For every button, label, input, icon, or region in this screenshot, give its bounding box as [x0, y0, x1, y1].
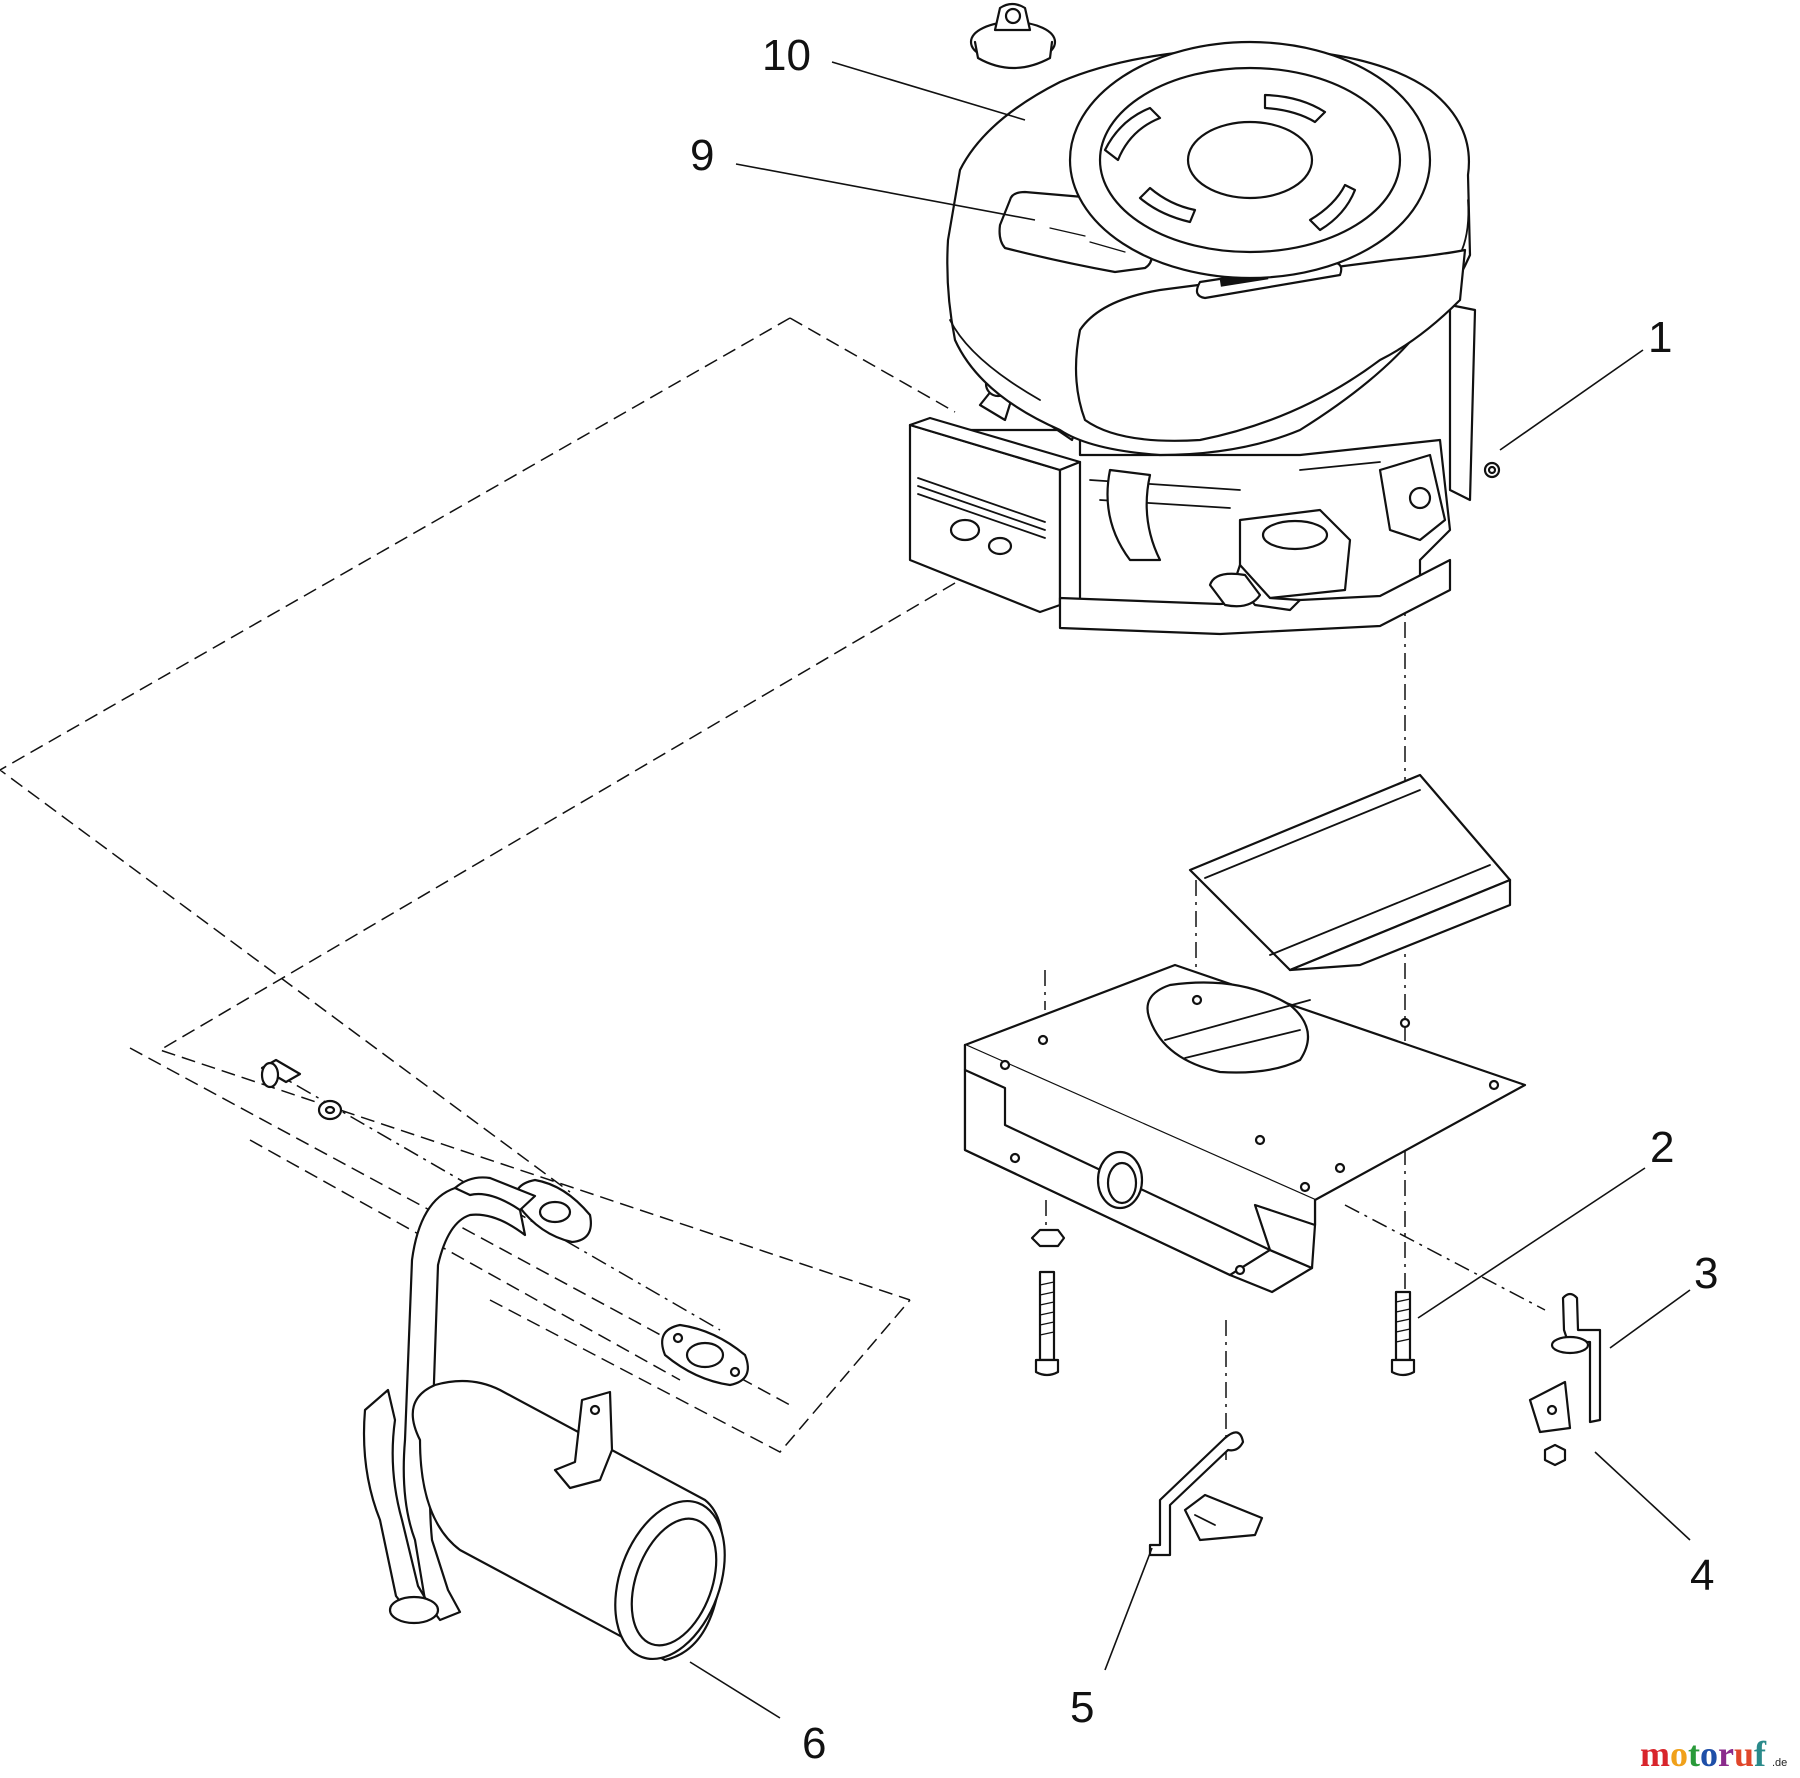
leader-2	[1417, 1167, 1646, 1319]
wm-letter: o	[1700, 1734, 1718, 1774]
watermark-logo: motoruf .de	[1640, 1734, 1787, 1774]
leader-4	[1594, 1451, 1691, 1541]
engine-mount-plate	[963, 773, 1527, 1294]
callout-labels: 10 9 1 2 3 4 5 6	[690, 31, 1718, 1768]
wm-letter: u	[1734, 1734, 1754, 1774]
wm-letter: t	[1688, 1734, 1700, 1774]
wm-letter: r	[1718, 1734, 1734, 1774]
leader-1	[1499, 349, 1644, 451]
callout-10: 10	[762, 31, 811, 80]
fasteners	[1030, 461, 1501, 1377]
callout-1: 1	[1648, 313, 1672, 362]
callout-leaders	[689, 61, 1691, 1719]
svg-text:motoruf: motoruf	[1640, 1734, 1767, 1774]
callout-3: 3	[1694, 1249, 1718, 1298]
wm-letter: m	[1640, 1734, 1670, 1774]
callout-2: 2	[1650, 1123, 1674, 1172]
fuel-line-clip	[1528, 1292, 1602, 1467]
wm-letter: f	[1754, 1734, 1767, 1774]
callout-9: 9	[690, 131, 714, 180]
wm-suffix: .de	[1772, 1757, 1787, 1769]
hose-clamp	[1148, 1431, 1264, 1557]
leader-6	[689, 1661, 781, 1719]
muffler-assembly	[260, 1058, 749, 1662]
leader-3	[1609, 1289, 1691, 1349]
assembly-guide-lines	[0, 317, 1546, 1465]
leader-5	[1104, 1547, 1153, 1671]
callout-5: 5	[1070, 1683, 1094, 1732]
leader-10	[831, 61, 1026, 121]
engine-assembly	[908, 2, 1477, 636]
leader-9	[735, 163, 1036, 221]
wm-letter: o	[1670, 1734, 1688, 1774]
callout-6: 6	[802, 1719, 826, 1768]
callout-4: 4	[1690, 1551, 1714, 1600]
